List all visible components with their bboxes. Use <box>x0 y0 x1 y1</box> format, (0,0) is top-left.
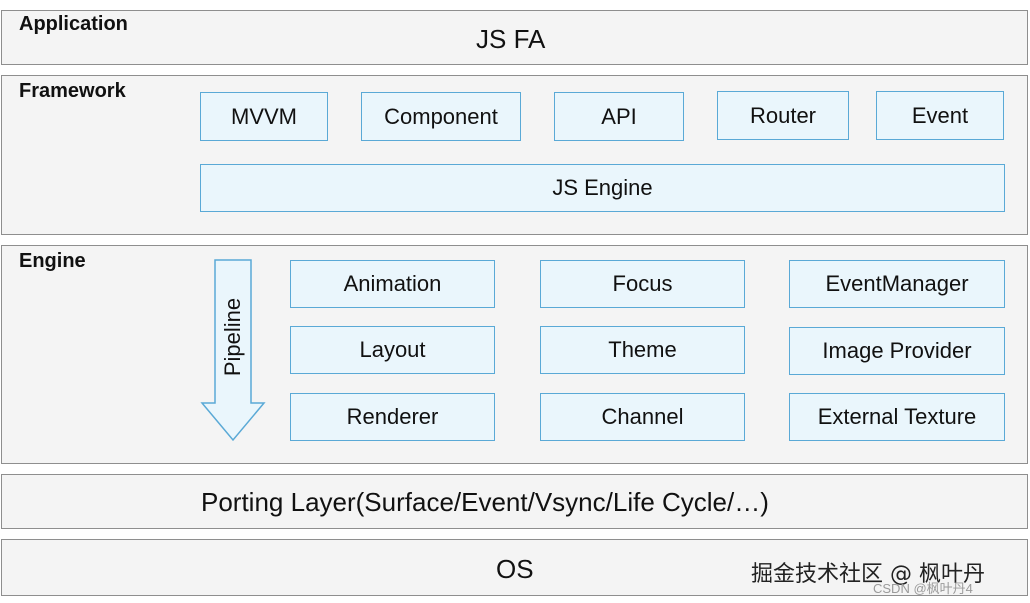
engine-module-channel: Channel <box>540 393 745 441</box>
framework-layer-title: Framework <box>19 80 126 102</box>
framework-module-api: API <box>554 92 684 141</box>
engine-module-external-texture: External Texture <box>789 393 1005 441</box>
porting-layer: Porting Layer(Surface/Event/Vsync/Life C… <box>1 474 1028 529</box>
porting-layer-content: Porting Layer(Surface/Event/Vsync/Life C… <box>201 487 769 517</box>
watermark-main: 掘金技术社区 @ 枫叶丹 <box>751 562 985 587</box>
framework-module-router: Router <box>717 91 849 140</box>
engine-module-theme: Theme <box>540 326 745 374</box>
engine-module-focus: Focus <box>540 260 745 308</box>
engine-module-renderer: Renderer <box>290 393 495 441</box>
engine-module-layout: Layout <box>290 326 495 374</box>
pipeline-arrow-icon <box>200 259 266 442</box>
os-content: OS <box>496 554 534 584</box>
application-layer: Application JS FA <box>1 10 1028 65</box>
watermark-sub: CSDN @枫叶丹4 <box>873 581 973 596</box>
os-layer: OS <box>1 539 1028 596</box>
framework-module-component: Component <box>361 92 521 141</box>
engine-module-animation: Animation <box>290 260 495 308</box>
framework-module-event: Event <box>876 91 1004 140</box>
application-content: JS FA <box>476 24 546 54</box>
engine-module-image-provider: Image Provider <box>789 327 1005 375</box>
application-layer-title: Application <box>19 13 128 35</box>
js-engine-bar: JS Engine <box>200 164 1005 212</box>
pipeline-label: Pipeline <box>220 297 245 377</box>
framework-module-mvvm: MVVM <box>200 92 328 141</box>
engine-layer-title: Engine <box>19 250 86 272</box>
engine-module-eventmanager: EventManager <box>789 260 1005 308</box>
